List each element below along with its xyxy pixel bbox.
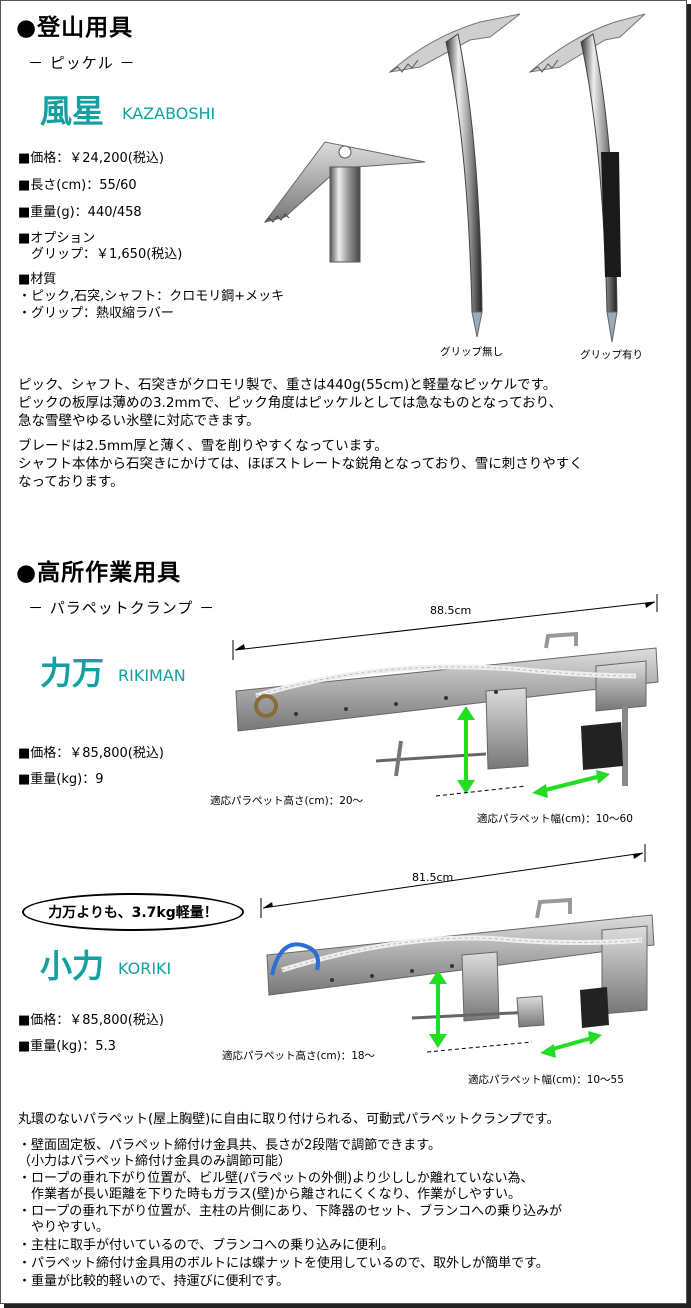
feature-bullet: ・ロープの垂れ下がり位置が、主柱の片側にあり、下降器のセット、ブランコへの乗り込… bbox=[18, 1204, 563, 1219]
feature-bullet: （小力はパラペット締付け金具のみ調節可能） bbox=[18, 1154, 292, 1169]
koriki-height-caption: 適応パラペット高さ(cm)：18～ bbox=[222, 1050, 376, 1062]
frame-shadow-right bbox=[687, 4, 691, 1308]
feature-bullet: ・パラペット締付け金具用のボルトには蝶ナットを使用しているので、取外しが簡単です… bbox=[18, 1256, 549, 1271]
product-name-rikiman: 力万 bbox=[40, 654, 105, 692]
product-name-en-rikiman: RIKIMAN bbox=[118, 666, 186, 685]
caption-with-grip: グリップ有り bbox=[580, 349, 643, 361]
feature-bullet: ・壁面固定板、パラペット締付け金具共、長さが2段階で調節できます。 bbox=[18, 1138, 441, 1153]
rikiman-clamp-image bbox=[235, 631, 659, 798]
koriki-callout: 力万よりも、3.7kg軽量！ bbox=[22, 893, 244, 931]
product-name-koriki: 小力 bbox=[40, 947, 105, 985]
pick-head-image bbox=[263, 141, 426, 263]
description-line: シャフト本体から石突きにかけては、ほぼストレートな鋭角となっており、雪に刺さりや… bbox=[18, 456, 583, 472]
section-subheading-pickel: － ピッケル － bbox=[28, 54, 136, 72]
spec-grip-price: グリップ：￥1,650(税込) bbox=[18, 247, 183, 262]
pickel-no-grip-image bbox=[388, 13, 521, 338]
spec-option: ■オプション bbox=[18, 231, 96, 246]
description-line: ピック、シャフト、石突きがクロモリ製で、重さは440g(55cm)と軽量なピッケ… bbox=[18, 377, 557, 393]
feature-bullet: ・主柱に取手が付いているので、ブランコへの乗り込みに便利。 bbox=[18, 1238, 395, 1253]
koriki-width-caption: 適応パラペット幅(cm)：10～55 bbox=[468, 1074, 624, 1086]
frame-shadow-bottom bbox=[4, 1304, 691, 1308]
feature-bullet: 作業者が長い距離を下りた時もガラス(壁)から離されにくくなり、作業がしやすい。 bbox=[18, 1187, 521, 1202]
spec-weight: ■重量(g)：440/458 bbox=[18, 205, 142, 220]
caption-no-grip: グリップ無し bbox=[440, 346, 503, 358]
rikiman-dimension-line bbox=[232, 594, 658, 660]
spec-material: ■材質 bbox=[18, 272, 57, 287]
rikiman-width-label: 88.5cm bbox=[430, 604, 472, 617]
spec-length: ■長さ(cm)：55/60 bbox=[18, 178, 137, 193]
rikiman-height-caption: 適応パラペット高さ(cm)：20～ bbox=[210, 795, 364, 807]
koriki-clamp-image bbox=[266, 897, 655, 1058]
koriki-weight: ■重量(kg)：5.3 bbox=[18, 1039, 116, 1054]
product-name-en-koriki: KORIKI bbox=[118, 959, 172, 978]
description-line: ピックの板厚は薄めの3.2mmで、ピック角度はピッケルとしては急なものとなってお… bbox=[18, 395, 563, 411]
product-name-en-kazaboshi: KAZABOSHI bbox=[122, 104, 216, 123]
description-line: ブレードは2.5mm厚と薄く、雪を削りやすくなっています。 bbox=[18, 438, 388, 454]
feature-bullet: ・重量が比較的軽いので、持運びに便利です。 bbox=[18, 1274, 290, 1289]
koriki-width-label: 81.5cm bbox=[412, 871, 454, 884]
parapet-intro: 丸環のないパラペット(屋上胸壁)に自由に取り付けられる、可動式パラペットクランプ… bbox=[18, 1112, 560, 1127]
spec-material-pick: ・ピック,石突,シャフト：クロモリ鋼+メッキ bbox=[18, 289, 285, 304]
spec-price: ■価格：￥24,200(税込) bbox=[18, 151, 164, 166]
rikiman-width-caption: 適応パラペット幅(cm)：10～60 bbox=[477, 813, 633, 825]
section-heading-mountain: ●登山用具 bbox=[16, 15, 134, 41]
product-name-kazaboshi: 風星 bbox=[40, 92, 105, 130]
description-line: なっております。 bbox=[18, 474, 124, 490]
feature-bullet: ・ロープの垂れ下がり位置が、ビル壁(パラペットの外側)より少ししか離れていない為… bbox=[18, 1171, 534, 1186]
pickel-with-grip-image bbox=[528, 13, 646, 343]
koriki-dimension-line bbox=[260, 844, 646, 918]
rikiman-weight: ■重量(kg)：9 bbox=[18, 772, 104, 787]
rikiman-price: ■価格：￥85,800(税込) bbox=[18, 746, 164, 761]
section-heading-work: ●高所作業用具 bbox=[16, 560, 182, 586]
spec-material-grip: ・グリップ：熱収縮ラバー bbox=[18, 306, 174, 321]
feature-bullet: やりやすい。 bbox=[18, 1220, 110, 1235]
description-line: 急な雪壁やゆるい氷壁に対応できます。 bbox=[18, 413, 260, 429]
koriki-price: ■価格：￥85,800(税込) bbox=[18, 1013, 164, 1028]
section-subheading-parapet: － パラペットクランプ － bbox=[28, 599, 216, 617]
